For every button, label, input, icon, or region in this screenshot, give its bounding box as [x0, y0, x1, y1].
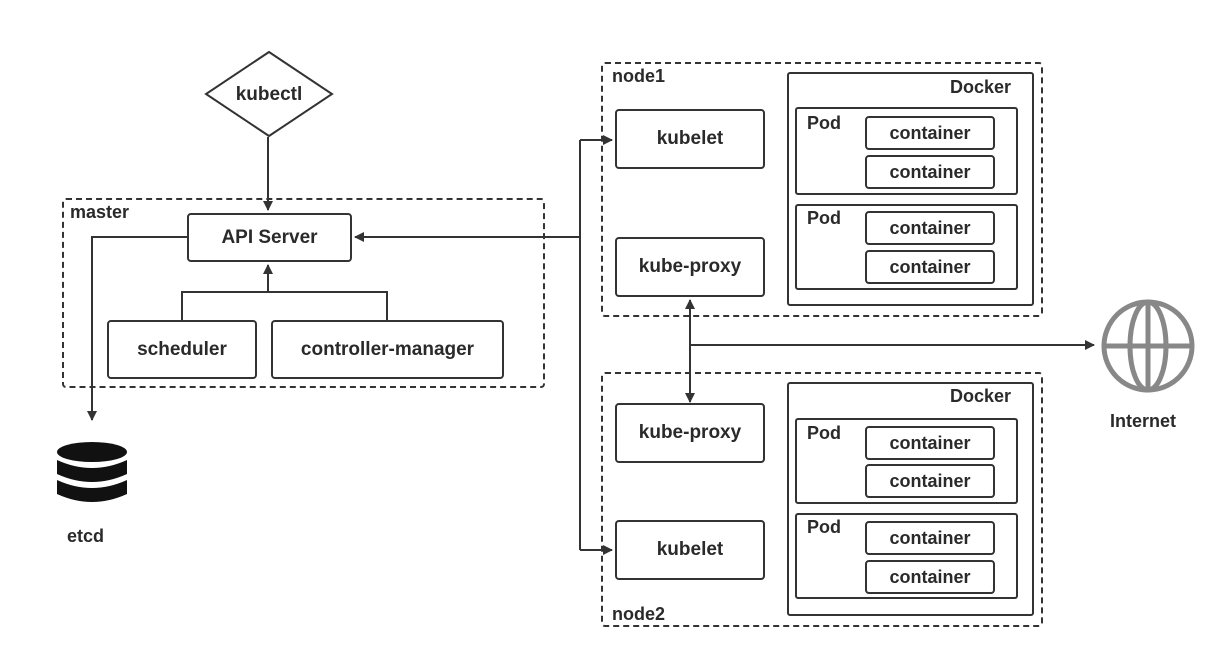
node1-cluster: [601, 62, 1043, 317]
node2-kubelet-box[interactable]: kubelet: [615, 520, 765, 580]
node1-kubelet-box[interactable]: kubelet: [615, 109, 765, 169]
api-server-box[interactable]: API Server: [187, 213, 352, 262]
internet-label: Internet: [1110, 411, 1177, 431]
kubectl-diamond[interactable]: [204, 50, 334, 138]
database-icon: [57, 442, 127, 502]
node1-docker-label: Docker: [950, 77, 1012, 97]
scheduler-box[interactable]: scheduler: [107, 320, 257, 379]
container-box[interactable]: container: [865, 464, 995, 498]
container-box[interactable]: container: [865, 560, 995, 594]
container-box[interactable]: container: [865, 155, 995, 189]
node2-docker-label: Docker: [950, 386, 1012, 406]
pod-label: Pod: [807, 113, 841, 133]
container-box[interactable]: container: [865, 426, 995, 460]
master-label: master: [70, 202, 130, 222]
node2-cluster: [601, 372, 1043, 627]
node1-docker-runtime: [787, 72, 1034, 306]
node1-kube-proxy-box[interactable]: kube-proxy: [615, 237, 765, 297]
etcd-label: etcd: [67, 526, 105, 546]
scheduler-branch-line: [181, 291, 388, 320]
pod-label: Pod: [807, 208, 841, 228]
pod-label: Pod: [807, 517, 841, 537]
container-box[interactable]: container: [865, 211, 995, 245]
node2-docker-runtime: [787, 382, 1034, 616]
node2-kube-proxy-box[interactable]: kube-proxy: [615, 403, 765, 463]
pod-label: Pod: [807, 423, 841, 443]
kubectl-label: kubectl: [235, 84, 303, 105]
api-to-etcd-arrow: [87, 236, 188, 421]
master-cluster: [62, 198, 545, 388]
node1-label: node1: [612, 66, 666, 86]
globe-icon: [1101, 299, 1195, 393]
container-box[interactable]: container: [865, 250, 995, 284]
node2-label: node2: [612, 604, 666, 624]
container-box[interactable]: container: [865, 521, 995, 555]
controller-manager-box[interactable]: controller-manager: [271, 320, 504, 379]
container-box[interactable]: container: [865, 116, 995, 150]
